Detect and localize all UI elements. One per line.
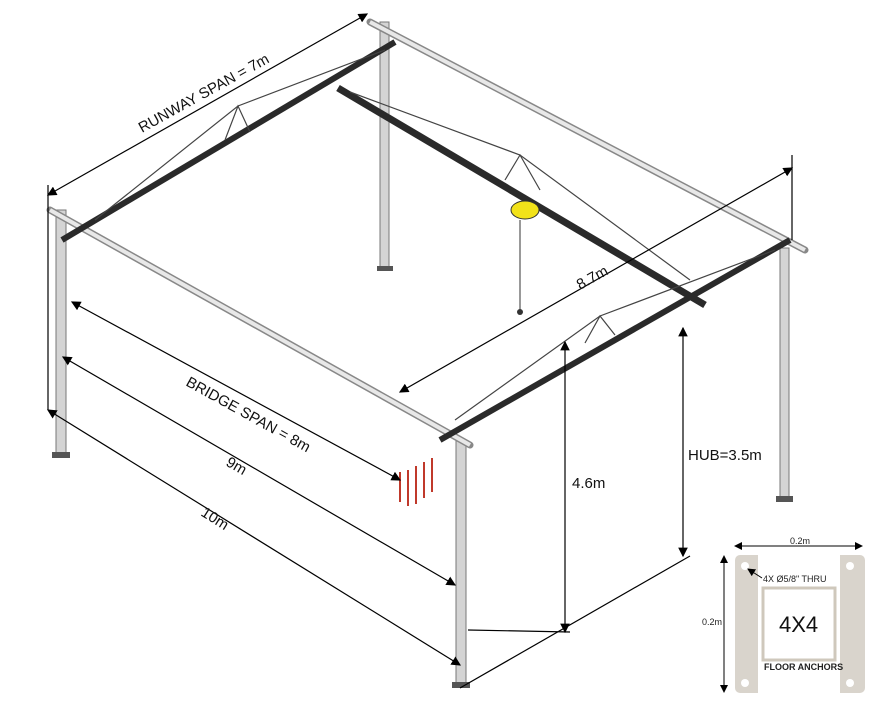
inset-size-label: 4X4 [779,612,818,637]
runway-span-label: RUNWAY SPAN = 7m [136,51,272,137]
top-tubes [46,18,809,449]
dimension-labels: RUNWAY SPAN = 7m 8.7m BRIDGE SPAN = 8m 9… [136,51,762,534]
inset-width-label: 0.2m [790,536,810,546]
length-10-label: 10m [198,504,232,534]
height-label: 4.6m [572,475,605,492]
base-plates [52,266,793,688]
festoon [399,458,433,506]
diagonal-label: 8.7m [574,262,611,293]
hoist [510,200,540,315]
inset-height-label: 0.2m [702,617,722,627]
inset-holes-label: 4X Ø5/8" THRU [763,574,827,584]
inset-caption: FLOOR ANCHORS [764,662,843,672]
bridge-span-label: BRIDGE SPAN = 8m [183,374,313,456]
post-front [455,439,467,686]
length-9-label: 9m [223,454,250,479]
post-back [379,21,390,271]
hub-label: HUB=3.5m [688,447,762,464]
dimension-lines [46,13,794,689]
bridge-beam [336,84,707,309]
floor-anchor-inset: 0.2m 0.2m 4X Ø5/8" THRU 4X4 FLOOR ANCHOR… [702,536,865,693]
post-right [779,247,790,501]
